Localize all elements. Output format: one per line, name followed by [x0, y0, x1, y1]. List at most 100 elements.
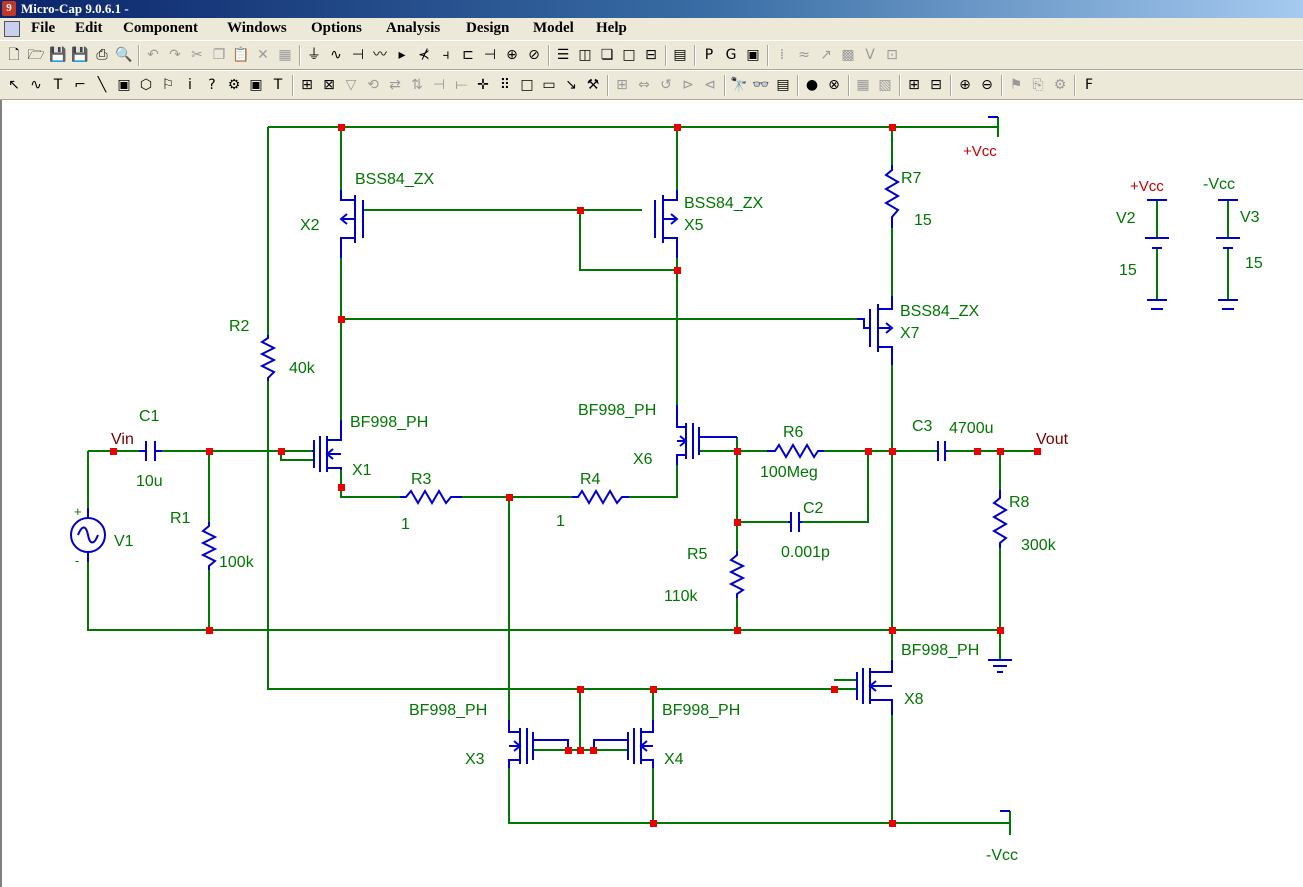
resistor-r2-symbol[interactable]	[259, 335, 277, 381]
stepping-icon[interactable]: ▩	[841, 47, 855, 63]
stop-icon[interactable]: ●	[805, 77, 819, 93]
bus-icon[interactable]: ⟝	[455, 77, 467, 93]
vd-icon[interactable]: V	[865, 47, 875, 63]
info-icon[interactable]: ▣	[117, 77, 131, 93]
tile-vertical-icon[interactable]: ◫	[578, 47, 592, 63]
flip-y-icon[interactable]: ⇅	[411, 77, 423, 93]
resistor-r3-symbol[interactable]	[400, 489, 462, 505]
filter-icon[interactable]: ▽	[345, 77, 357, 93]
monitor-icon[interactable]: ▤	[776, 77, 790, 93]
window-icon[interactable]: □	[622, 47, 636, 63]
mosfet-x5-symbol[interactable]	[654, 190, 679, 258]
cancel-icon[interactable]: ⊗	[828, 77, 840, 93]
print-preview-icon[interactable]: 🔍	[115, 47, 133, 63]
pin-connections-icon[interactable]: ⊠	[323, 77, 335, 93]
cascade-icon[interactable]: ❏	[600, 47, 614, 63]
page-remove-icon[interactable]: ⊟	[930, 77, 942, 93]
help-icon[interactable]: ?	[208, 77, 216, 93]
battery-v2-symbol[interactable]	[1145, 199, 1169, 310]
frame-icon[interactable]: ▭	[542, 77, 556, 93]
undo-icon[interactable]: ↶	[147, 47, 159, 63]
menu-file[interactable]: File	[31, 20, 56, 36]
menu-edit[interactable]: Edit	[75, 20, 103, 36]
menu-options[interactable]: Options	[311, 20, 362, 36]
calculator-icon[interactable]: ▤	[673, 47, 687, 63]
ground-icon[interactable]: ⏚	[307, 47, 321, 63]
resistor-r8-symbol[interactable]	[992, 490, 1008, 548]
ground-symbol[interactable]	[988, 659, 1012, 673]
inductor-icon[interactable]: 〰	[373, 47, 387, 63]
battery-icon[interactable]: ⊏	[462, 47, 474, 63]
save-icon[interactable]: 💾	[49, 47, 67, 63]
npn-icon[interactable]: ⊀	[418, 47, 430, 63]
mirror-icon[interactable]: ⊣	[432, 77, 446, 93]
app-logo-icon[interactable]: 9	[2, 1, 16, 16]
document-menu-icon[interactable]	[4, 21, 20, 37]
save-all-icon[interactable]: 💾	[71, 47, 89, 63]
flag2-icon[interactable]: ⚑	[1009, 77, 1023, 93]
gear-icon[interactable]: ⚙	[1053, 77, 1067, 93]
capacitor-icon[interactable]: ⊣	[351, 47, 365, 63]
capacitor-c2-symbol[interactable]	[788, 512, 802, 532]
step-icon[interactable]: ⊳	[682, 77, 694, 93]
plus-cross-icon[interactable]: ✛	[477, 77, 489, 93]
mosfet-x8-symbol[interactable]	[856, 660, 893, 715]
open-folder-icon[interactable]: 🗁	[27, 47, 45, 63]
flag-icon[interactable]: ⚐	[161, 77, 175, 93]
zoom-out-icon[interactable]: ⊖	[981, 77, 993, 93]
wire-icon[interactable]: ⌐	[74, 77, 86, 93]
menu-design[interactable]: Design	[466, 20, 510, 36]
page-add-icon[interactable]: ⊞	[908, 77, 920, 93]
pin-names-icon[interactable]: ⊞	[301, 77, 313, 93]
component-panel-icon[interactable]: ▣	[746, 47, 760, 63]
properties-icon[interactable]: ⚒	[586, 77, 600, 93]
resistor-r5-symbol[interactable]	[728, 551, 746, 598]
text-toggle-icon[interactable]: T	[273, 77, 283, 93]
binoculars-icon[interactable]: 👓	[752, 77, 770, 93]
plot-icon[interactable]: ⊡	[886, 47, 898, 63]
mosfet-x4-symbol[interactable]	[593, 720, 654, 768]
find-icon[interactable]: 🔭	[730, 77, 748, 93]
resistor-r4-symbol[interactable]	[572, 489, 629, 505]
flip-x-icon[interactable]: ⇄	[389, 77, 401, 93]
ungroup-icon[interactable]: ▧	[878, 77, 892, 93]
split-icon[interactable]: ⊟	[645, 47, 657, 63]
mosfet-icon[interactable]: ⫞	[442, 47, 450, 63]
line-icon[interactable]: ╲	[97, 77, 107, 93]
resistor-r1-symbol[interactable]	[200, 522, 218, 570]
print-icon[interactable]: ⎙	[96, 47, 108, 63]
diode-icon[interactable]: ▸	[398, 47, 406, 63]
menu-analysis[interactable]: Analysis	[386, 20, 441, 36]
menu-component[interactable]: Component	[123, 20, 199, 36]
copy-icon[interactable]: ❐	[212, 47, 226, 63]
mosfet-x2-symbol[interactable]	[339, 190, 364, 258]
switch-icon[interactable]: ⊘	[528, 47, 540, 63]
delete-icon[interactable]: ✕	[257, 47, 269, 63]
new-file-icon[interactable]: 🗋	[8, 47, 20, 63]
mosfet-x6-symbol[interactable]	[676, 405, 737, 465]
rectangle-icon[interactable]: □	[520, 77, 534, 93]
battery-v3-symbol[interactable]	[1216, 199, 1240, 310]
mosfet-x1-symbol[interactable]	[312, 420, 342, 472]
mirror2-icon[interactable]: ⊲	[704, 77, 716, 93]
grid-text-icon[interactable]: ⁞	[779, 47, 785, 63]
resistor-r7-symbol[interactable]	[884, 165, 900, 228]
probe-icon[interactable]: ↗	[820, 47, 832, 63]
wire-mode-icon[interactable]: ∿	[30, 77, 42, 93]
capacitor-c1-symbol[interactable]	[139, 441, 162, 461]
paste-icon[interactable]: 📋	[232, 47, 250, 63]
zoom-in-icon[interactable]: ⊕	[959, 77, 971, 93]
dotted-grid-icon[interactable]: ⠿	[499, 77, 511, 93]
menu-windows[interactable]: Windows	[227, 20, 287, 36]
select-all-icon[interactable]: ▦	[278, 47, 292, 63]
resistor-icon[interactable]: ∿	[330, 47, 342, 63]
mosfet-x7-symbol[interactable]	[857, 296, 894, 365]
node-numbers-icon[interactable]: ▣	[249, 77, 263, 93]
text-mode-icon[interactable]: T	[53, 77, 63, 93]
mosfet-x3-symbol[interactable]	[508, 720, 569, 768]
camera-icon[interactable]: ⎘	[1032, 77, 1044, 93]
expand-icon[interactable]: ⇔	[638, 77, 650, 93]
source-icon[interactable]: ⊣	[483, 47, 497, 63]
menu-help[interactable]: Help	[596, 20, 627, 36]
info-i-icon[interactable]: i	[188, 77, 192, 93]
